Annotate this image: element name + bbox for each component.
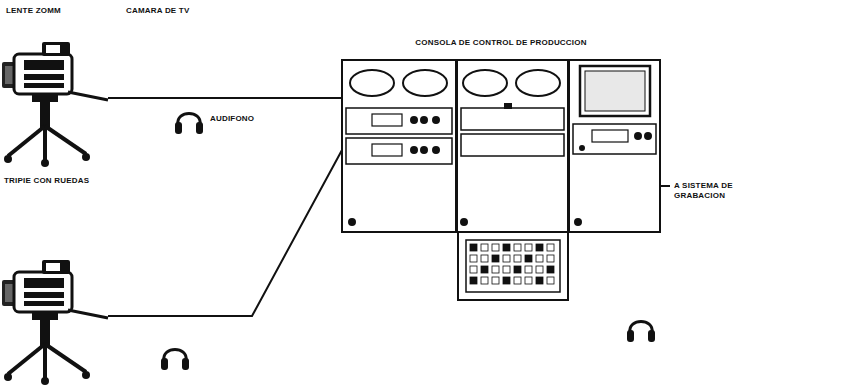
production-console xyxy=(503,244,510,251)
production-console xyxy=(433,147,439,153)
production-console xyxy=(536,277,543,284)
production-console xyxy=(547,244,554,251)
production-console xyxy=(525,244,532,251)
production-console xyxy=(461,219,467,225)
production-console xyxy=(514,266,521,273)
production-console xyxy=(466,240,560,292)
production-console xyxy=(461,108,564,130)
production-console xyxy=(492,277,499,284)
production-console xyxy=(492,255,499,262)
production-console xyxy=(470,266,477,273)
tv-camera xyxy=(2,42,108,167)
callout-label: AUDIFONO xyxy=(210,114,254,124)
callout-label: CAMARA DE TV xyxy=(126,6,189,16)
production-console xyxy=(372,144,402,156)
production-console xyxy=(573,124,656,154)
callout-label: LENTE ZOMM xyxy=(6,6,61,16)
production-console xyxy=(350,70,394,96)
production-console xyxy=(470,255,477,262)
headphones-icon xyxy=(627,322,655,343)
production-console xyxy=(342,60,456,232)
production-console xyxy=(481,255,488,262)
production-console xyxy=(503,255,510,262)
production-console xyxy=(505,104,511,108)
production-console xyxy=(547,266,554,273)
production-console xyxy=(536,244,543,251)
production-console xyxy=(403,70,447,96)
production-console xyxy=(470,244,477,251)
production-console xyxy=(481,266,488,273)
production-console xyxy=(463,70,507,96)
production-console xyxy=(470,244,554,284)
console-heading: CONSOLA DE CONTROL DE PRODUCCION xyxy=(338,38,664,47)
production-console xyxy=(536,255,543,262)
production-console xyxy=(411,117,417,123)
production-console xyxy=(645,133,651,139)
production-console xyxy=(492,244,499,251)
production-console xyxy=(421,147,427,153)
console-node: CONSOLA DE CONTROL DE PRODUCCION xyxy=(338,38,664,302)
production-console xyxy=(457,60,568,232)
production-console xyxy=(346,108,452,134)
production-console xyxy=(525,255,532,262)
camera-cable xyxy=(108,150,342,316)
production-console xyxy=(514,255,521,262)
production-console xyxy=(525,277,532,284)
tv-camera xyxy=(2,260,108,385)
production-console xyxy=(547,277,554,284)
production-console xyxy=(536,266,543,273)
production-console xyxy=(580,66,650,116)
production-console xyxy=(569,60,660,232)
camera-cable xyxy=(108,97,342,99)
production-console xyxy=(481,277,488,284)
production-console xyxy=(372,114,402,126)
production-console xyxy=(481,244,488,251)
production-console xyxy=(461,134,564,156)
production-console xyxy=(421,117,427,123)
production-console xyxy=(411,147,417,153)
production-console xyxy=(580,146,584,150)
production-console xyxy=(346,138,452,164)
production-console xyxy=(635,133,641,139)
production-console xyxy=(503,266,510,273)
camera-cable xyxy=(660,185,670,187)
production-console xyxy=(575,219,581,225)
production-console xyxy=(349,219,355,225)
headphones-icon xyxy=(161,350,189,371)
production-console xyxy=(592,130,628,142)
production-console xyxy=(525,266,532,273)
production-console xyxy=(514,277,521,284)
production-console xyxy=(514,244,521,251)
output-label: A SISTEMA DE GRABACION xyxy=(674,181,774,201)
headphones-icon xyxy=(175,114,203,135)
production-console xyxy=(585,71,645,111)
callout-label: TRIPIE CON RUEDAS xyxy=(4,176,89,186)
production-console xyxy=(458,232,568,300)
production-console xyxy=(492,266,499,273)
production-console xyxy=(516,70,560,96)
production-console xyxy=(342,60,660,300)
production-console xyxy=(433,117,439,123)
production-console xyxy=(470,277,477,284)
production-console xyxy=(547,255,554,262)
production-console xyxy=(503,277,510,284)
